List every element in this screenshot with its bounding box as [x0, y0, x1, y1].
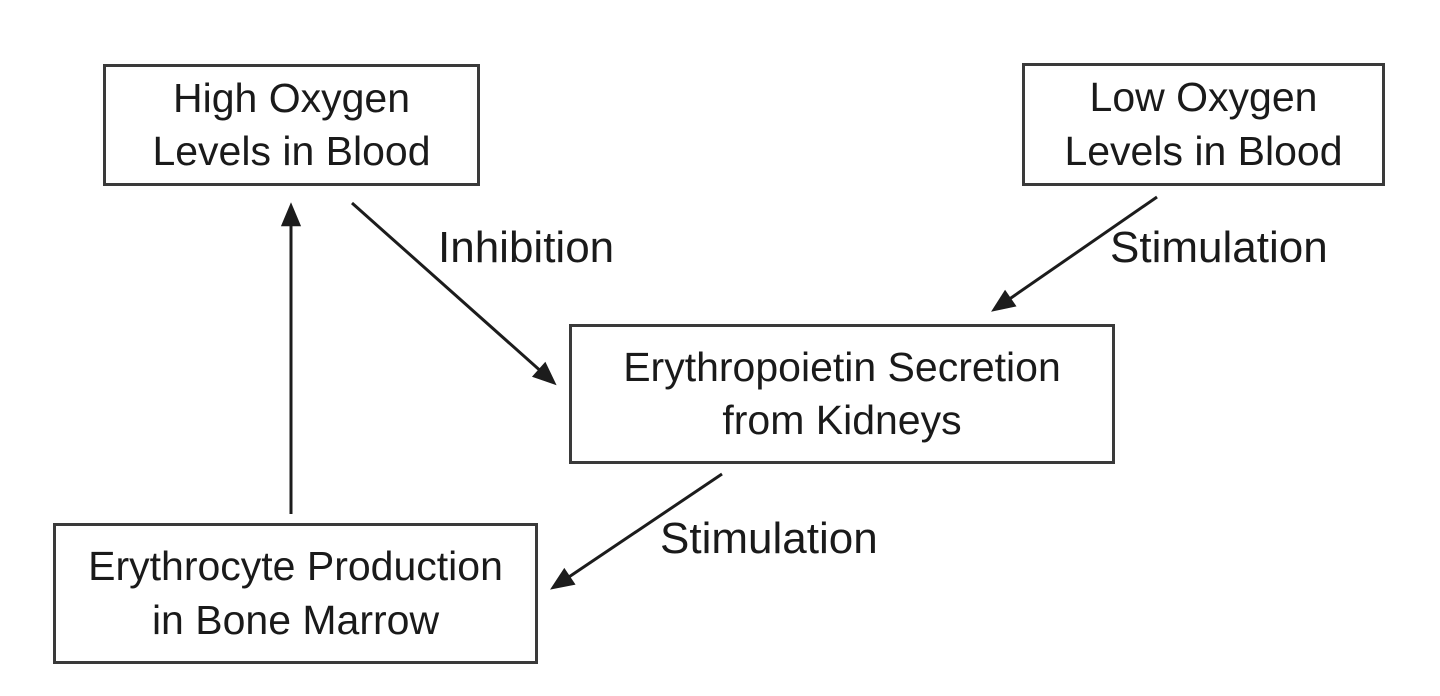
node-epo-secretion-line2: from Kidneys — [722, 397, 962, 443]
edge-label-stimulation-low-oxygen: Stimulation — [1110, 223, 1328, 272]
node-low-oxygen-line2: Levels in Blood — [1064, 127, 1343, 174]
node-high-oxygen-line1: High Oxygen — [172, 74, 410, 121]
node-low-oxygen: Low Oxygen Levels in Blood — [1022, 63, 1385, 186]
node-epo-secretion-line1: Erythropoietin Secretion — [623, 343, 1061, 390]
node-high-oxygen: High Oxygen Levels in Blood — [103, 64, 480, 186]
edge-label-inhibition: Inhibition — [438, 223, 615, 272]
arrow-inhibition-high-oxygen-to-epo — [351, 201, 557, 386]
node-erythrocyte-production-line2: in Bone Marrow — [151, 596, 440, 643]
node-high-oxygen-line2: Levels in Blood — [152, 128, 431, 174]
node-epo-secretion: Erythropoietin Secretion from Kidneys — [569, 324, 1115, 464]
edge-label-stimulation-epo: Stimulation — [660, 514, 878, 563]
node-low-oxygen-line1: Low Oxygen — [1089, 74, 1318, 121]
node-erythrocyte-production-line1: Erythrocyte Production — [88, 543, 503, 590]
arrow-stimulation-epo-to-production — [550, 472, 723, 590]
node-erythrocyte-production: Erythrocyte Production in Bone Marrow — [53, 523, 538, 664]
arrow-stimulation-low-oxygen-to-epo — [991, 195, 1158, 312]
